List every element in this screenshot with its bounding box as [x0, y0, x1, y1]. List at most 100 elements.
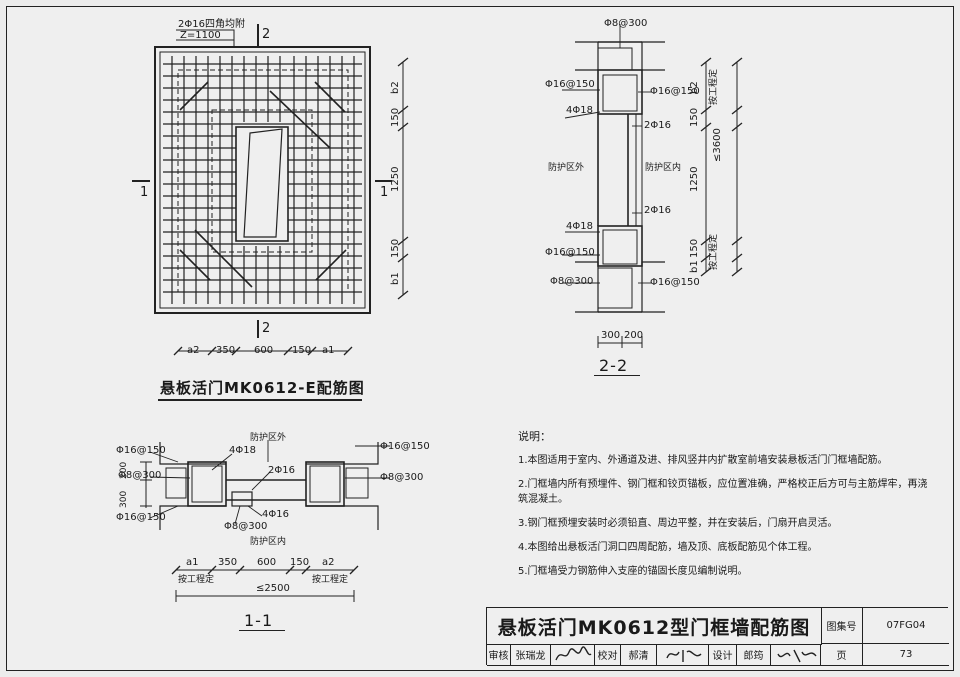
- elev-dim-bottom-1: a2: [187, 345, 200, 356]
- elev-dim-bottom-5: a1: [322, 345, 335, 356]
- dashed-frame: [177, 69, 349, 293]
- elev-dim-bottom-2: 350: [216, 345, 236, 356]
- s22-label-left-1: Φ16@150: [545, 79, 595, 90]
- review-signature-mark: [554, 645, 591, 660]
- dim-tick: [343, 346, 353, 356]
- dim-tick: [173, 346, 183, 356]
- note-item-1: 1.本图适用于室内、外通道及进、排风竖井内扩散室前墙安装悬板活门门框墙配筋。: [518, 455, 888, 466]
- page-label: 页: [821, 644, 863, 666]
- note-item-2: 2.门框墙内所有预埋件、钢门框和铰页锚板，应位置准确，严格校正后方可与主筋焊牢，…: [518, 479, 928, 505]
- elev-section-mark-2-top: 2: [262, 27, 270, 42]
- s11-overall-dim: ≤2500: [256, 583, 290, 594]
- dim-tick: [285, 565, 295, 575]
- wall-outline: [154, 46, 371, 314]
- dim-tick: [397, 236, 409, 246]
- door-frame: [243, 128, 283, 238]
- s11-dim-left-1: 200: [119, 461, 129, 479]
- dim-tick: [700, 105, 712, 115]
- s11-dim-bottom-2: 350: [218, 557, 238, 568]
- s11-zone-in: 防护区内: [250, 537, 287, 547]
- bar-note-leader: [176, 29, 235, 46]
- s11-dim-bottom-4: 150: [290, 557, 310, 568]
- s11-dim-bottom-5: a2: [322, 557, 335, 568]
- s22-dim-right-1: b2: [689, 81, 700, 94]
- design-label: 设计: [709, 644, 737, 666]
- s22-top-label: Φ8@300: [604, 18, 648, 29]
- design-name: 郎筠: [737, 644, 771, 666]
- s22-site-note-bottom: 按工程定: [709, 233, 719, 270]
- dim-tick: [397, 253, 409, 263]
- section-22-leaders: [562, 24, 652, 284]
- dim-tick: [235, 565, 245, 575]
- s22-label-left-4: Φ16@150: [545, 247, 595, 258]
- design-signature: [771, 644, 821, 666]
- s22-zone-in: 防护区内: [645, 163, 682, 173]
- review-label: 审核: [487, 644, 511, 666]
- s22-label-right-3: 2Φ16: [644, 205, 671, 216]
- s22-dim-right-5: b1: [689, 260, 700, 273]
- s22-dim-bottom-1: 300: [601, 330, 621, 341]
- s22-title-underline: [594, 375, 640, 376]
- s11-label-mid-2: 2Φ16: [268, 465, 295, 476]
- s22-label-right-2: 2Φ16: [644, 120, 671, 131]
- dim-tick: [731, 267, 743, 277]
- s22-label-right-4: Φ16@150: [650, 277, 700, 288]
- elev-bar-note-1: 2Φ16四角均附: [178, 17, 245, 30]
- elev-dim-right-4: 150: [390, 238, 401, 258]
- elev-dim-bottom-3: 600: [254, 345, 274, 356]
- s11-label-right-2: Φ8@300: [380, 472, 424, 483]
- s11-dim-bottom-1: a1: [186, 557, 199, 568]
- drawing-title: 悬板活门MK0612型门框墙配筋图: [487, 608, 822, 645]
- elevation-title: 悬板活门MK0612-E配筋图: [160, 379, 365, 397]
- s11-site-note-left: 按工程定: [178, 575, 215, 585]
- s22-label-left-5: Φ8@300: [550, 276, 594, 287]
- notes-block: 说明： 1.本图适用于室内、外通道及进、排风竖井内扩散室前墙安装悬板活门门框墙配…: [518, 428, 928, 588]
- s22-dim-bottom-2: 200: [624, 330, 644, 341]
- dim-tick: [397, 105, 409, 115]
- dim-tick: [231, 346, 241, 356]
- drawing-sheet: [6, 6, 954, 671]
- atlas-label: 图集号: [821, 608, 863, 644]
- s22-dim-right-3: 1250: [689, 166, 700, 192]
- note-item-3: 3.钢门框预埋安装时必须铅直、周边平整，并在安装后，门扇开启灵活。: [518, 518, 838, 529]
- dim-tick: [700, 267, 712, 277]
- s11-site-note-right: 按工程定: [312, 575, 349, 585]
- s11-label-left-1: Φ16@150: [116, 445, 166, 456]
- elev-section-mark-1-left: 1: [140, 185, 148, 200]
- review-name: 张瑞龙: [511, 644, 551, 666]
- s22-zone-out: 防护区外: [548, 163, 585, 173]
- dim-tick: [307, 346, 317, 356]
- s11-title-underline: [239, 630, 285, 631]
- dim-tick: [700, 122, 712, 132]
- s11-dim-bottom-3: 600: [257, 557, 277, 568]
- wall-inner-outline: [159, 51, 366, 309]
- elev-dim-right-1: b2: [390, 81, 401, 94]
- section-11-leaders: [149, 440, 390, 525]
- dim-tick: [700, 236, 712, 246]
- dim-tick: [700, 57, 712, 67]
- dim-tick: [731, 57, 743, 67]
- section-2-2-view: [562, 24, 743, 348]
- door-opening: [235, 126, 289, 242]
- check-label: 校对: [595, 644, 621, 666]
- elev-dim-right-5: b1: [390, 271, 401, 285]
- s11-label-left-3: Φ16@150: [116, 512, 166, 523]
- dim-tick: [397, 122, 409, 132]
- title-block: 悬板活门MK0612型门框墙配筋图 图集号 07FG04 审核 张瑞龙 校对 郝…: [486, 607, 949, 666]
- note-item-4: 4.本图给出悬板活门洞口四周配筋，墙及顶、底板配筋见个体工程。: [518, 542, 818, 553]
- dim-tick: [731, 253, 743, 263]
- s11-zone-out: 防护区外: [250, 433, 287, 443]
- dim-tick: [731, 122, 743, 132]
- dim-tick: [171, 565, 181, 575]
- s22-dim-right-2: 150: [689, 107, 700, 127]
- s22-site-note-top: 按工程定: [709, 68, 719, 105]
- dim-tick: [301, 565, 311, 575]
- elevation-view: [132, 24, 409, 356]
- s11-label-right-1: Φ16@150: [380, 441, 430, 452]
- dim-tick: [731, 105, 743, 115]
- dim-tick: [349, 565, 359, 575]
- vertical-rebars: [171, 56, 355, 304]
- s11-title: 1-1: [244, 611, 274, 630]
- s11-label-mid-1: 4Φ18: [229, 445, 256, 456]
